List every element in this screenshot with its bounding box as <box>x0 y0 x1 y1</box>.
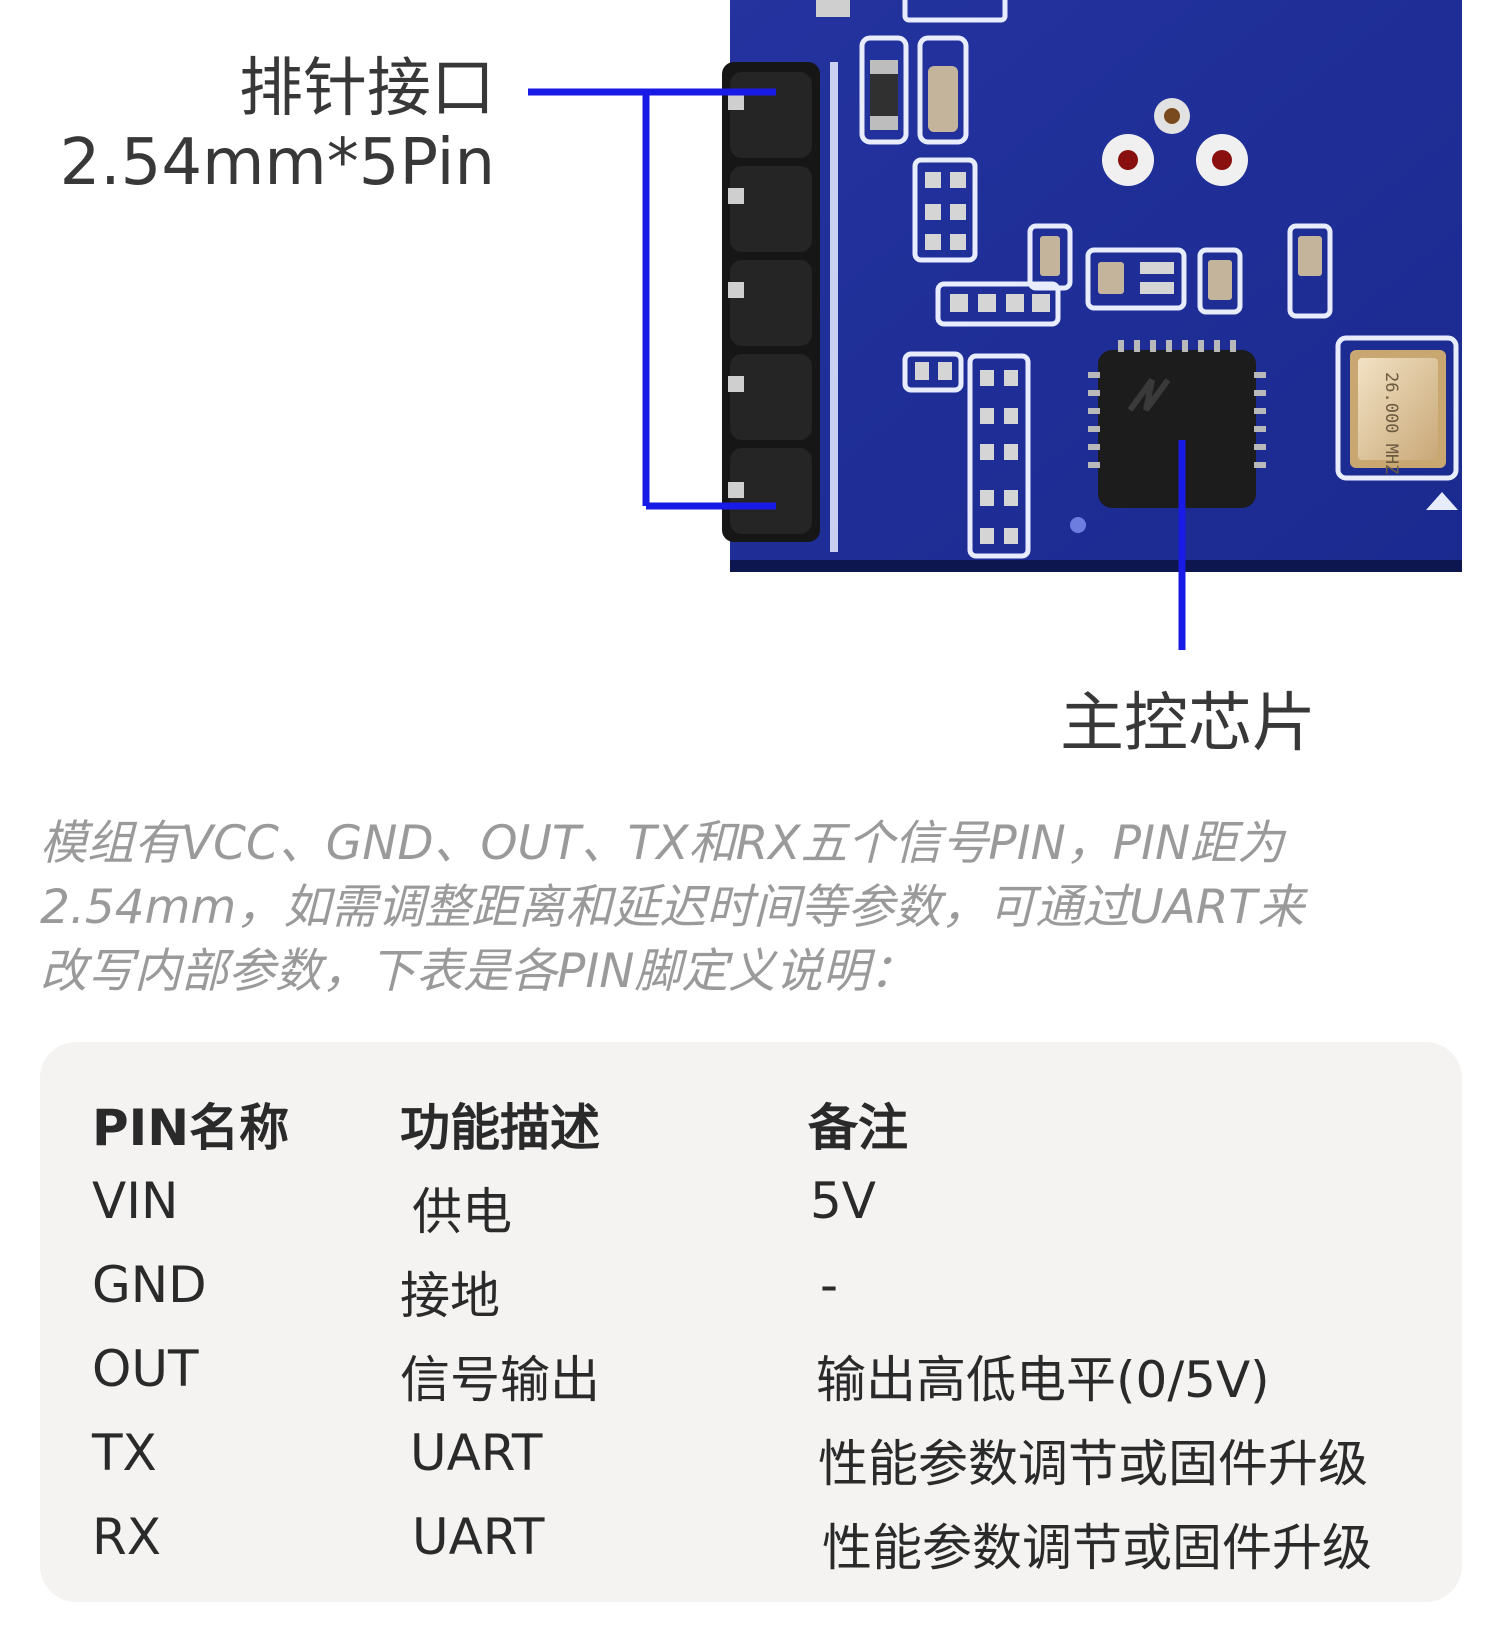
crystal-marking: 26.000 MHZ <box>1381 372 1401 474</box>
table-header-row: PIN名称 功能描述 备注 <box>40 1088 1462 1172</box>
notes-cell: 性能参数调节或固件升级 <box>822 1519 1372 1577</box>
callout-lines <box>528 88 1186 650</box>
header-function: 功能描述 <box>400 1099 600 1157</box>
description-line: 改写内部参数，下表是各PIN脚定义说明： <box>40 944 917 999</box>
notes-cell: 性能参数调节或固件升级 <box>818 1435 1368 1493</box>
table-row: VIN 供电 5V <box>40 1172 1462 1256</box>
function-cell: 供电 <box>412 1183 512 1241</box>
header-pin-name: PIN名称 <box>92 1099 290 1157</box>
top-silkscreen <box>902 0 1008 23</box>
pcb-board <box>730 0 1462 570</box>
pcb-edge <box>730 560 1462 572</box>
pin-name-cell: TX <box>92 1424 157 1482</box>
function-cell: 接地 <box>400 1267 500 1325</box>
pin-header-label: 排针接口 <box>239 52 495 126</box>
header-silkscreen <box>830 62 838 552</box>
pin-header <box>722 62 820 542</box>
header-notes: 备注 <box>808 1099 908 1157</box>
description-line: 2.54mm，如需调整距离和延迟时间等参数，可通过UART来 <box>40 880 1305 935</box>
pin-name-cell: GND <box>92 1256 207 1314</box>
pin-name-cell: RX <box>92 1508 161 1566</box>
passive-components <box>859 35 1333 559</box>
main-chip-label: 主控芯片 <box>1060 687 1316 761</box>
description-line: 模组有VCC、GND、OUT、TX和RX五个信号PIN，PIN距为 <box>40 816 1285 871</box>
main-chip <box>1088 340 1266 508</box>
table-row: RX UART 性能参数调节或固件升级 <box>40 1508 1462 1592</box>
pin-definition-table: PIN名称 功能描述 备注 VIN 供电 5V GND 接地 - OUT 信号输… <box>40 1042 1462 1602</box>
pin1-marker <box>1426 492 1458 510</box>
notes-cell: - <box>820 1256 839 1314</box>
function-cell: UART <box>412 1508 545 1566</box>
function-cell: 信号输出 <box>400 1351 600 1409</box>
pcb-vias <box>1070 98 1248 533</box>
pin-name-cell: OUT <box>92 1340 199 1398</box>
notes-cell: 5V <box>810 1172 877 1230</box>
table-row: OUT 信号输出 输出高低电平(0/5V) <box>40 1340 1462 1424</box>
table-row: TX UART 性能参数调节或固件升级 <box>40 1424 1462 1508</box>
notes-cell: 输出高低电平(0/5V) <box>816 1351 1270 1409</box>
top-pad <box>816 0 850 17</box>
pin-header-spec: 2.54mm*5Pin <box>59 126 495 200</box>
pcb-module-photo: 26.000 MHZ <box>528 0 1462 650</box>
module-description: 模组有VCC、GND、OUT、TX和RX五个信号PIN，PIN距为 2.54mm… <box>40 812 1460 1004</box>
pin-name-cell: VIN <box>92 1172 179 1230</box>
table-row: GND 接地 - <box>40 1256 1462 1340</box>
function-cell: UART <box>410 1424 543 1482</box>
crystal-oscillator: 26.000 MHZ <box>1335 335 1459 481</box>
